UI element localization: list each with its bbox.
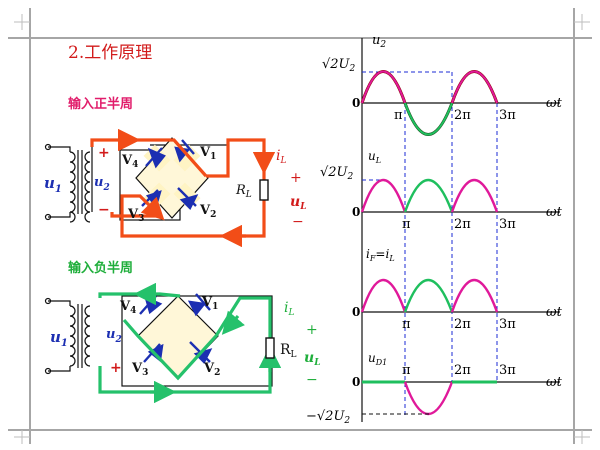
current-path-positive bbox=[90, 128, 276, 248]
plot-if: iF=iL 0 π 2π 3π ωt bbox=[352, 247, 563, 332]
axis-label-wt: ωt bbox=[546, 96, 563, 111]
diode-v1 bbox=[187, 293, 211, 317]
tick-pi: π bbox=[402, 317, 411, 332]
transformer bbox=[69, 304, 91, 368]
tick-2pi: 2π bbox=[454, 317, 471, 332]
label-minus-load: − bbox=[306, 372, 318, 388]
amp-label-ud1: −√2U2 bbox=[306, 409, 350, 426]
current-path-negative bbox=[98, 282, 282, 404]
waveform-panel: u2 √2U2 0 π 2π 3π ωt uL √2U2 0 π 2π 3π ω… bbox=[306, 33, 563, 426]
label-rl: RL bbox=[235, 183, 252, 200]
label-minus-load: − bbox=[292, 214, 304, 230]
plot-u2: u2 √2U2 0 π 2π 3π ωt bbox=[322, 33, 563, 136]
tick-2pi: 2π bbox=[454, 217, 471, 232]
label-v3: V3 bbox=[127, 207, 144, 224]
label-plus-load: + bbox=[306, 322, 318, 338]
axis-label-wt: ωt bbox=[546, 205, 563, 220]
label-v3: V3 bbox=[131, 361, 148, 378]
plot-ul: uL √2U2 0 π 2π 3π ωt bbox=[320, 149, 563, 232]
label-u1: u1 bbox=[44, 174, 62, 195]
amp-label-u2: √2U2 bbox=[322, 57, 356, 74]
tick-3pi: 3π bbox=[499, 317, 516, 332]
slide-title: 2.工作原理 bbox=[68, 43, 152, 63]
circuit-negative: u1 u2 + V4 V1 V3 V2 RL iL + uL − bbox=[44, 282, 321, 404]
tick-pi: π bbox=[402, 363, 411, 378]
label-il: iL bbox=[276, 148, 286, 166]
label-v4: V4 bbox=[121, 153, 138, 170]
label-ul: uL bbox=[304, 350, 321, 368]
frame-corner-marks bbox=[14, 14, 590, 444]
label-u2: u2 bbox=[106, 327, 122, 345]
axis-label-ud1: uD1 bbox=[368, 351, 387, 367]
tick-pi: π bbox=[394, 108, 403, 123]
load-resistor-rl bbox=[259, 179, 269, 201]
label-v2: V2 bbox=[199, 203, 216, 220]
label-plus-top: + bbox=[98, 145, 110, 161]
axis-label-wt: ωt bbox=[546, 305, 563, 320]
label-v2: V2 bbox=[203, 361, 220, 378]
label-ul: uL bbox=[290, 194, 307, 212]
origin-label: 0 bbox=[352, 96, 360, 110]
axis-label-ul: uL bbox=[368, 149, 381, 165]
origin-label: 0 bbox=[352, 205, 360, 219]
transformer bbox=[69, 150, 91, 223]
load-resistor-rl bbox=[265, 337, 275, 359]
tick-3pi: 3π bbox=[499, 217, 516, 232]
axis-label-u2: u2 bbox=[372, 33, 386, 50]
tick-pi: π bbox=[402, 217, 411, 232]
label-plus-bottom: + bbox=[110, 360, 122, 376]
diode-v2 bbox=[177, 187, 199, 211]
plot-ud1: uD1 −√2U2 0 π 2π 3π ωt bbox=[306, 351, 563, 426]
label-v1: V1 bbox=[201, 295, 218, 312]
label-u1: u1 bbox=[50, 328, 68, 349]
diode-v4 bbox=[145, 147, 166, 169]
positive-half-label: 输入正半周 bbox=[68, 96, 133, 112]
tick-3pi: 3π bbox=[499, 363, 516, 378]
negative-half-label: 输入负半周 bbox=[68, 260, 133, 276]
slide-frame bbox=[8, 8, 592, 444]
amp-label-ul: √2U2 bbox=[320, 165, 354, 182]
label-il: iL bbox=[284, 300, 294, 318]
label-v1: V1 bbox=[199, 145, 216, 162]
tick-2pi: 2π bbox=[454, 363, 471, 378]
label-v4: V4 bbox=[119, 299, 136, 316]
axis-label-wt: ωt bbox=[546, 375, 563, 390]
label-u2: u2 bbox=[94, 175, 110, 193]
origin-label: 0 bbox=[352, 305, 360, 319]
label-minus-bottom: − bbox=[98, 202, 110, 218]
circuit-positive: u1 u2 + − V4 V1 V3 V2 RL iL + uL − bbox=[44, 128, 307, 248]
label-rl: RL bbox=[280, 342, 297, 360]
label-plus-load: + bbox=[290, 170, 302, 186]
axis-label-if: iF=iL bbox=[366, 247, 395, 263]
origin-label: 0 bbox=[352, 375, 360, 389]
diode-v4 bbox=[139, 295, 163, 315]
tick-3pi: 3π bbox=[499, 108, 516, 123]
tick-2pi: 2π bbox=[454, 108, 471, 123]
